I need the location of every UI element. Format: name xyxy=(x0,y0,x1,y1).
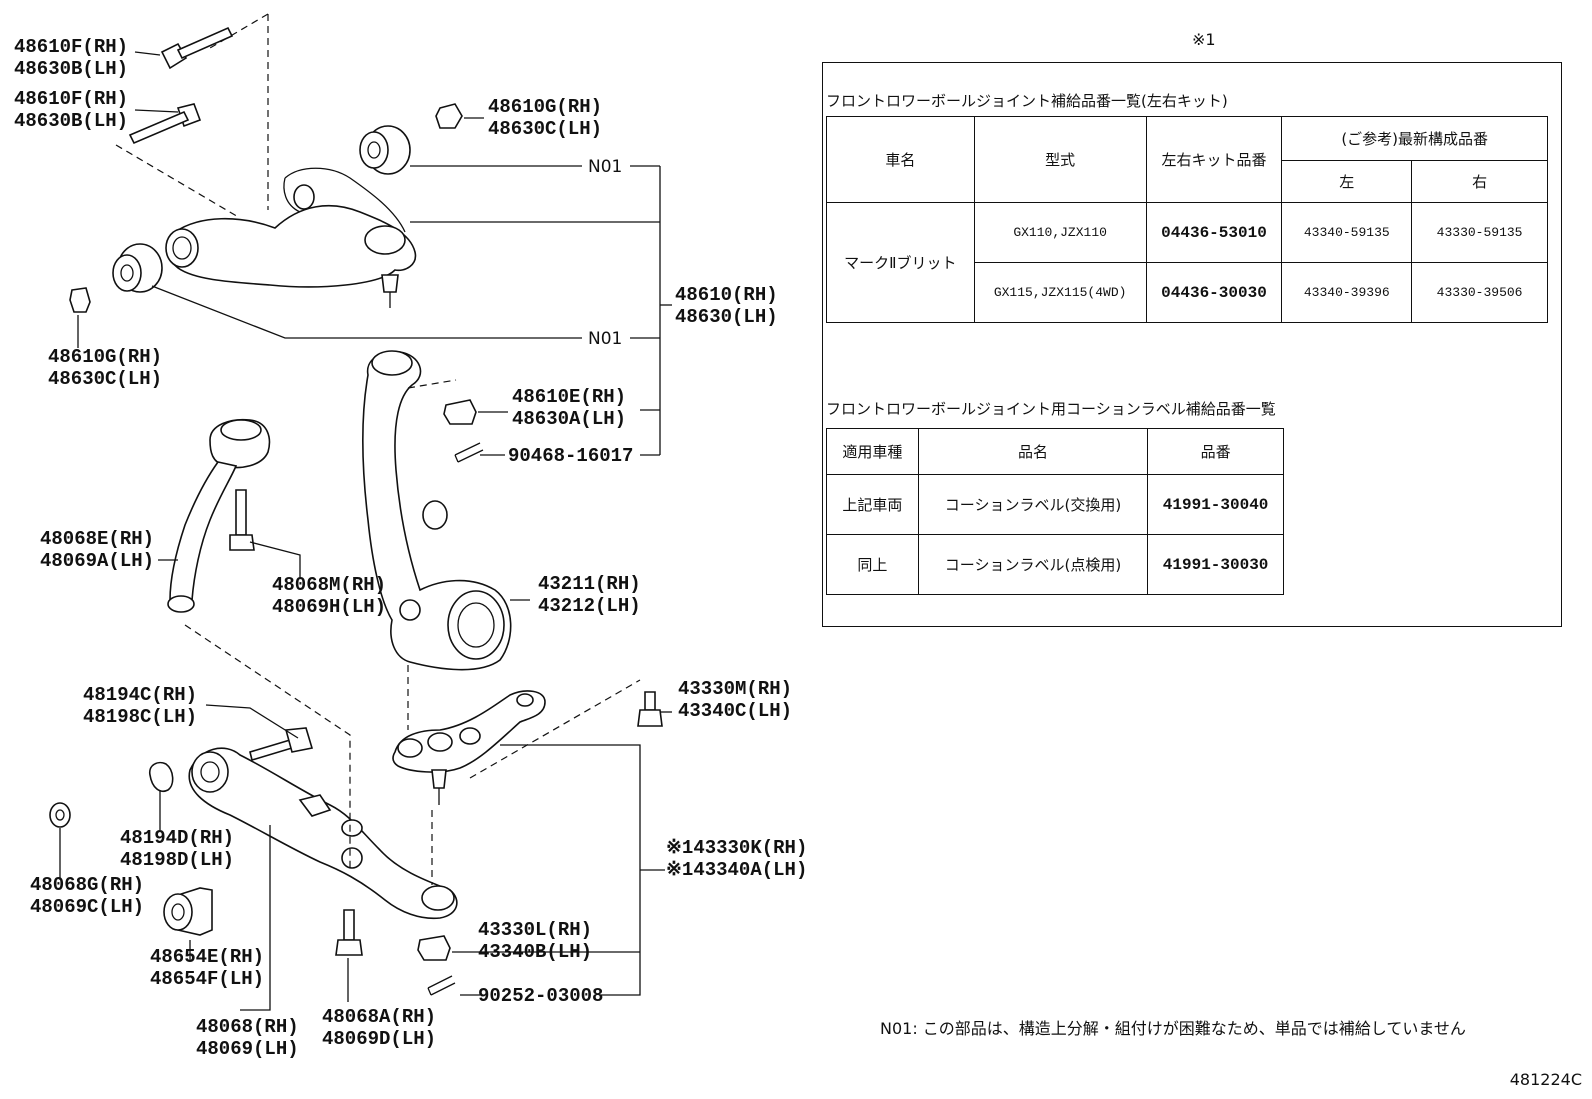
table-row: マークⅡブリット GX110,JZX110 04436-53010 43340-… xyxy=(826,202,1548,323)
cell-vehicle: マークⅡブリット xyxy=(826,202,975,323)
cell-left: 43340-59135 xyxy=(1281,202,1413,263)
upper-bolt-1 xyxy=(160,26,234,70)
header-applicable: 適用車種 xyxy=(826,428,919,475)
lower-bushing xyxy=(163,887,213,936)
cell-part-number: 41991-30030 xyxy=(1147,534,1284,595)
part-label-48610: 48610(RH)48630(LH) xyxy=(675,284,778,328)
upper-control-arm xyxy=(165,167,417,308)
part-label-48610g-2: 48610G(RH)48630C(LH) xyxy=(48,346,162,390)
castle-nut-lower xyxy=(417,935,451,961)
table2-caption: フロントロワーボールジョイント用コーションラベル補給品番一覧 xyxy=(826,400,1276,418)
cell-left: 43340-39396 xyxy=(1281,262,1413,323)
cell-right: 43330-39506 xyxy=(1411,262,1548,323)
cell-model: GX115,JZX115(4WD) xyxy=(973,262,1147,323)
cell-model: GX110,JZX110 xyxy=(973,202,1147,263)
upper-bolt-2 xyxy=(128,103,202,145)
part-label-48068e: 48068E(RH)48069A(LH) xyxy=(40,528,154,572)
n01-marker-upper: N01 xyxy=(588,157,622,177)
cotter-pin-lower xyxy=(427,975,456,996)
lower-bolt-front xyxy=(249,727,314,762)
part-label-48068g: 48068G(RH)48069C(LH) xyxy=(30,874,144,918)
table-row: 上記車両 コーションラベル(交換用) 41991-30040 xyxy=(826,474,1284,535)
part-label-48654e: 48654E(RH)48654F(LH) xyxy=(150,946,264,990)
lower-bolt-rear xyxy=(335,909,363,956)
lower-ball-joint xyxy=(392,690,546,805)
ball-joint-kit-table: 車名 型式 左右キット品番 (ご参考)最新構成品番 左 右 マークⅡブリット G… xyxy=(826,116,1548,323)
part-label-48610f-2: 48610F(RH)48630B(LH) xyxy=(14,88,128,132)
cell-right: 43330-59135 xyxy=(1411,202,1548,263)
part-label-48194d: 48194D(RH)48198D(LH) xyxy=(120,827,234,871)
dashed-guides xyxy=(115,13,641,885)
diagram-reference-code: 481224C xyxy=(1509,1070,1582,1089)
cotter-pin-upper xyxy=(454,442,484,463)
table-row: GX115,JZX115(4WD) 04436-30030 43340-3939… xyxy=(827,262,1548,323)
upper-bushing-front xyxy=(359,125,411,175)
part-label-48610f-1: 48610F(RH)48630B(LH) xyxy=(14,36,128,80)
header-right: 右 xyxy=(1411,160,1548,203)
header-left: 左 xyxy=(1281,160,1413,203)
part-label-43330l: 43330L(RH)43340B(LH) xyxy=(478,919,592,963)
header-vehicle-name: 車名 xyxy=(826,116,975,203)
cell-kit: 04436-30030 xyxy=(1145,262,1283,323)
lower-nut xyxy=(49,802,71,828)
part-label-48068a: 48068A(RH)48069D(LH) xyxy=(322,1006,436,1050)
header-kit-number: 左右キット品番 xyxy=(1145,116,1283,203)
part-label-43330m: 43330M(RH)43340C(LH) xyxy=(678,678,792,722)
part-label-90468-16017: 90468-16017 xyxy=(508,445,633,467)
header-reference: (ご参考)最新構成品番 xyxy=(1281,116,1548,161)
castle-nut-upper xyxy=(443,399,477,425)
lower-cam-plate xyxy=(148,761,174,792)
part-label-48610g-1: 48610G(RH)48630C(LH) xyxy=(488,96,602,140)
part-label-143330k: ※143330K(RH)※143340A(LH) xyxy=(666,837,807,881)
header-model: 型式 xyxy=(973,116,1147,203)
cell-applicable: 上記車両 xyxy=(826,474,919,535)
leader-lines xyxy=(59,51,672,1011)
part-label-43211: 43211(RH)43212(LH) xyxy=(538,573,641,617)
header-part-name: 品名 xyxy=(917,428,1149,475)
upper-bushing-rear xyxy=(112,243,163,293)
part-label-48068m: 48068M(RH)48069H(LH) xyxy=(272,574,386,618)
info-panel xyxy=(822,62,1562,627)
steering-knuckle xyxy=(361,350,512,671)
part-label-48610e: 48610E(RH)48630A(LH) xyxy=(512,386,626,430)
caution-label-table: 適用車種 品名 品番 上記車両 コーションラベル(交換用) 41991-3004… xyxy=(826,428,1284,595)
part-label-48068: 48068(RH)48069(LH) xyxy=(196,1016,299,1060)
tie-rod-end xyxy=(167,418,271,613)
lower-control-arm xyxy=(188,747,458,920)
cell-part-name: コーションラベル(点検用) xyxy=(917,534,1149,595)
part-label-90252-03008: 90252-03008 xyxy=(478,985,603,1007)
cell-applicable: 同上 xyxy=(826,534,919,595)
table1-caption: フロントロワーボールジョイント補給品番一覧(左右キット) xyxy=(826,92,1228,110)
cell-part-number: 41991-30040 xyxy=(1147,474,1284,535)
n01-marker-lower: N01 xyxy=(588,329,622,349)
cell-part-name: コーションラベル(交換用) xyxy=(917,474,1149,535)
table-row: 同上 コーションラベル(点検用) 41991-30030 xyxy=(826,534,1284,595)
header-part-number: 品番 xyxy=(1147,428,1284,475)
part-label-48194c: 48194C(RH)48198C(LH) xyxy=(83,684,197,728)
asterisk-reference: ※1 xyxy=(1192,30,1216,49)
cell-kit: 04436-53010 xyxy=(1145,202,1283,263)
n01-footnote: N01: この部品は、構造上分解・組付けが困難なため、単品では補給していません xyxy=(880,1019,1466,1038)
ball-joint-bolt xyxy=(637,691,663,727)
tie-rod-bolt xyxy=(229,489,255,551)
upper-nut-rear xyxy=(69,287,91,313)
upper-nut-front xyxy=(435,103,463,129)
